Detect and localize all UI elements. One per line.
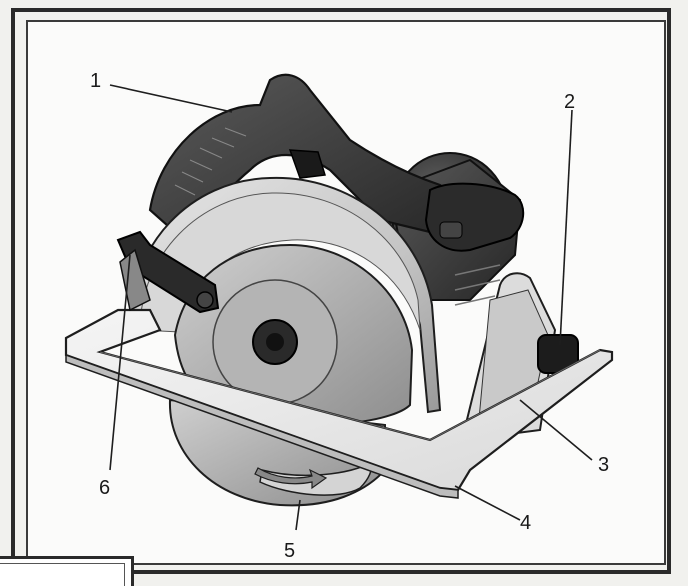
leader-lines xyxy=(109,84,593,531)
page-tab-corner xyxy=(0,556,134,586)
saw-blade xyxy=(173,243,414,426)
page-tab-inner xyxy=(0,563,125,586)
leader-line-6 xyxy=(109,254,131,471)
callout-1: 1 xyxy=(90,70,102,92)
main-handle xyxy=(148,73,525,253)
leader-line-4 xyxy=(454,485,521,521)
trigger-switch xyxy=(288,149,326,179)
guard-retract-lever xyxy=(116,230,220,314)
callout-2: 2 xyxy=(564,91,576,113)
callout-6: 6 xyxy=(99,477,111,499)
callout-5: 5 xyxy=(284,540,296,562)
callout-4: 4 xyxy=(520,512,532,534)
callout-3: 3 xyxy=(598,454,610,476)
leader-line-5 xyxy=(295,499,301,531)
outer-frame xyxy=(11,8,671,574)
leader-line-3 xyxy=(519,399,593,461)
rotation-arrow-icon xyxy=(254,467,328,490)
upper-blade-guard xyxy=(128,176,442,414)
base-plate xyxy=(64,308,614,499)
leader-line-1 xyxy=(109,84,233,113)
leader-line-2 xyxy=(559,109,573,346)
